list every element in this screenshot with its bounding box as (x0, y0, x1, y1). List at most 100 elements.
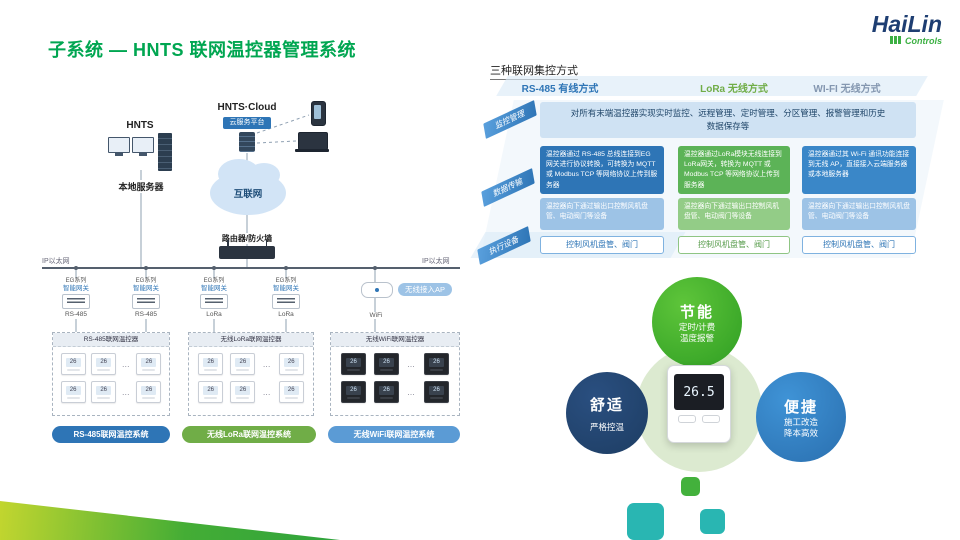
network-diagram: HNTS 本地服务器 HNTS·Cloud 云服务平台 互联网 路由器/防火墙 … (30, 75, 475, 460)
thermostat-icon: 26 (60, 381, 86, 403)
thermostat-icon: 26 (424, 381, 449, 403)
logo-controls-label: Controls (905, 36, 942, 46)
thermostat-icon: 26 (341, 381, 366, 403)
gateway-unit: EG系列 智能网关 LoRa (196, 278, 232, 319)
gateway-label: 智能网关 (273, 285, 299, 292)
transport-cell-rs485: 温控器通过 RS-485 总线连接到EG 网关进行协议转换，可转换为 MQTT … (540, 146, 664, 194)
gateway-label: 智能网关 (63, 285, 89, 292)
gateway-unit: EG系列 智能网关 RS-485 (128, 278, 164, 319)
feature-line: 严格控温 (589, 421, 624, 432)
system-pill-lora: 无线LoRa联网温控系统 (182, 426, 316, 443)
cloud-platform-label: 云服务平台 (223, 117, 271, 129)
internet-label: 互联网 (233, 189, 263, 200)
local-server-label: 本地服务器 (98, 180, 184, 193)
output-cell-wifi: 温控器向下通过输出口控制风机盘管、电动阀门等设备 (802, 198, 916, 230)
local-server-icon (108, 133, 174, 179)
gateway-series-label: EG系列 (203, 278, 225, 284)
ellipsis: … (407, 387, 416, 397)
group-header: 无线WiFi联网温控器 (331, 333, 459, 347)
column-header-wifi: WI-FI 无线方式 (813, 84, 881, 95)
bus-type-label: LoRa (278, 311, 294, 318)
router-label: 路由器/防火墙 (212, 233, 282, 244)
router-icon (219, 240, 275, 259)
ellipsis: … (262, 359, 272, 369)
hnts-cloud-label: HNTS·Cloud (217, 102, 277, 113)
gateway-icon (62, 294, 90, 309)
group-header: RS-485联网温控器 (53, 333, 169, 347)
logo-bars-icon (890, 36, 902, 46)
gateway-series-label: EG系列 (135, 278, 157, 284)
bus-type-label: RS-485 (64, 311, 88, 318)
feature-title: 便捷 (783, 398, 818, 416)
page-title: 子系统 — HNTS 联网温控器管理系统 (48, 40, 357, 60)
device-cell-rs485: 控制风机盘管、阀门 (540, 236, 664, 254)
thermostat-icon: 26 (341, 353, 366, 375)
feature-convenient: 便捷 施工改造 降本高效 (756, 372, 846, 462)
deco-square-teal (627, 503, 664, 540)
ellipsis: … (262, 387, 272, 397)
thermostat-group-lora: 无线LoRa联网温控器 26 26 … 26 26 26 … 26 (188, 332, 314, 416)
logo-subtitle: Controls (842, 36, 942, 46)
monitor-icon (132, 137, 154, 156)
access-point-unit: 无线接入AP WiFi (346, 280, 470, 324)
gateway-icon (132, 294, 160, 309)
feature-line: 施工改造 (783, 416, 818, 427)
feature-title: 节能 (679, 303, 714, 321)
thermostat-icon: 26 (230, 353, 256, 375)
bus-type-label: RS-485 (134, 311, 158, 318)
monitor-description: 对所有末端温控器实现实时监控、远程管理、定时管理、分区管理、报警管理和历史数据保… (540, 102, 916, 138)
feature-line: 温度报警 (679, 332, 714, 343)
ellipsis: … (407, 359, 416, 369)
column-header-lora: LoRa 无线方式 (700, 84, 768, 95)
thermostat-icon: 26 (91, 381, 117, 403)
bus-type-label: LoRa (206, 311, 222, 318)
feature-line: 降本高效 (783, 427, 818, 438)
thermostat-icon: 26 (136, 353, 162, 375)
gateway-unit: EG系列 智能网关 LoRa (268, 278, 304, 319)
column-header-rs485: RS-485 有线方式 (521, 84, 599, 95)
laptop-icon (295, 132, 329, 152)
thermostat-icon: 26 (136, 381, 162, 403)
monitor-icon (108, 137, 130, 156)
thermostat-icon: 26 (198, 381, 224, 403)
logo-wordmark: HaiLin (871, 11, 942, 37)
thermostat-icon: 26 (278, 381, 304, 403)
thermostat-icon: 26 (374, 381, 399, 403)
hailin-logo: HaiLin Controls (842, 12, 942, 46)
output-cell-rs485: 温控器向下通过输出口控制风机盘管、电动阀门等设备 (540, 198, 664, 230)
transport-cell-lora: 温控器通过LoRa模块无线连接到LoRa网关，转换为 MQTT 或 Modbus… (678, 146, 790, 194)
cloud-server-icon (239, 132, 255, 152)
access-point-icon (361, 282, 393, 298)
bottom-green-band (0, 501, 340, 540)
thermostat-group-wifi: 无线WiFi联网温控器 26 26 … 26 26 26 … 26 (330, 332, 460, 416)
internet-cloud: 互联网 (210, 159, 286, 215)
device-cell-wifi: 控制风机盘管、阀门 (802, 236, 916, 254)
system-pill-rs485: RS-485联网温控系统 (52, 426, 170, 443)
group-header: 无线LoRa联网温控器 (189, 333, 313, 347)
access-point-label: 无线接入AP (398, 283, 453, 296)
thermostat-product: 26.5 (667, 365, 731, 443)
ellipsis: … (121, 387, 131, 397)
gateway-unit: EG系列 智能网关 RS-485 (58, 278, 94, 319)
gateway-icon (200, 294, 228, 309)
thermostat-icon: 26 (374, 353, 399, 375)
feature-title: 舒适 (589, 396, 624, 414)
output-cell-lora: 温控器向下通过输出口控制风机盘管、电动阀门等设备 (678, 198, 790, 230)
phone-icon (311, 101, 326, 126)
feature-comfort: 舒适 严格控温 (566, 372, 648, 454)
server-tower-icon (158, 133, 172, 171)
deco-square-green (681, 477, 700, 496)
ethernet-label-left: IP以太网 (42, 256, 70, 266)
ellipsis: … (121, 359, 131, 369)
thermostat-icon: 26 (230, 381, 256, 403)
thermostat-icon: 26 (198, 353, 224, 375)
thermostat-icon: 26 (424, 353, 449, 375)
wifi-bus-label: WiFi (360, 312, 392, 319)
gateway-icon (272, 294, 300, 309)
thermostat-display: 26.5 (674, 374, 724, 410)
thermostat-group-rs485: RS-485联网温控器 26 26 … 26 26 26 … 26 (52, 332, 170, 416)
hnts-label: HNTS (126, 120, 154, 131)
gateway-label: 智能网关 (133, 285, 159, 292)
feature-line: 定时/计费 (678, 321, 716, 332)
thermostat-icon: 26 (60, 353, 86, 375)
